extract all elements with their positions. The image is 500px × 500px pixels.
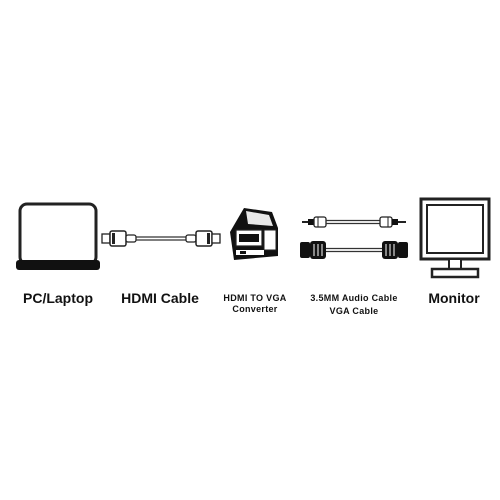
monitor-icon bbox=[419, 197, 491, 279]
converter-label-line2: Converter bbox=[232, 304, 278, 314]
vga-cable-icon bbox=[300, 241, 408, 259]
audio-cable-label: 3.5MM Audio Cable bbox=[310, 293, 398, 303]
laptop-icon bbox=[16, 202, 100, 270]
vga-cable-label: VGA Cable bbox=[329, 306, 379, 316]
hdmi-cable-icon bbox=[101, 230, 221, 247]
converter-label-line1: HDMI TO VGA bbox=[223, 293, 287, 303]
hdmi-to-vga-converter-icon bbox=[230, 208, 278, 260]
audio-cable-icon bbox=[302, 216, 406, 228]
monitor-label: Monitor bbox=[428, 290, 480, 306]
pc-laptop-label: PC/Laptop bbox=[23, 290, 93, 306]
hdmi-cable-label: HDMI Cable bbox=[121, 290, 199, 306]
